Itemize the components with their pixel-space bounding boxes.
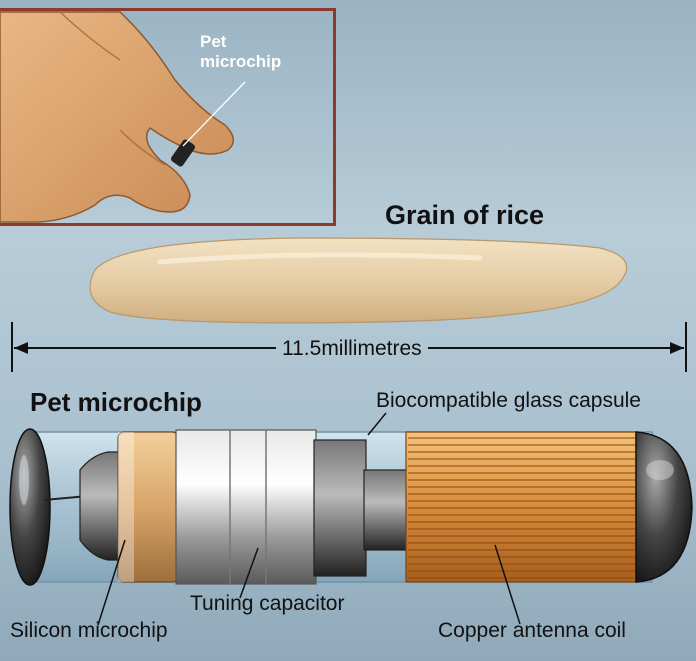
coil-windings: [408, 437, 636, 579]
leader-copper: [494, 544, 521, 625]
silicon-microchip-label: Silicon microchip: [10, 619, 168, 642]
tuning-capacitor-label: Tuning capacitor: [190, 592, 345, 615]
copper-coil-label: Copper antenna coil: [438, 619, 626, 642]
rice-grain: [89, 237, 628, 324]
rice-label: Grain of rice: [385, 200, 545, 230]
glass-capsule-label: Biocompatible glass capsule: [376, 389, 641, 412]
leader-silicon: [97, 539, 126, 626]
leader-glass: [367, 412, 387, 436]
leader-tuning: [239, 547, 259, 599]
microchip-capsule: [9, 428, 693, 586]
inset-photo-frame: [0, 8, 336, 226]
inset-label: Pet microchip: [200, 32, 282, 71]
hand-inset: [0, 11, 246, 223]
microchip-title: Pet microchip: [30, 387, 202, 417]
dimension-label: 11.5millimetres: [276, 337, 428, 361]
